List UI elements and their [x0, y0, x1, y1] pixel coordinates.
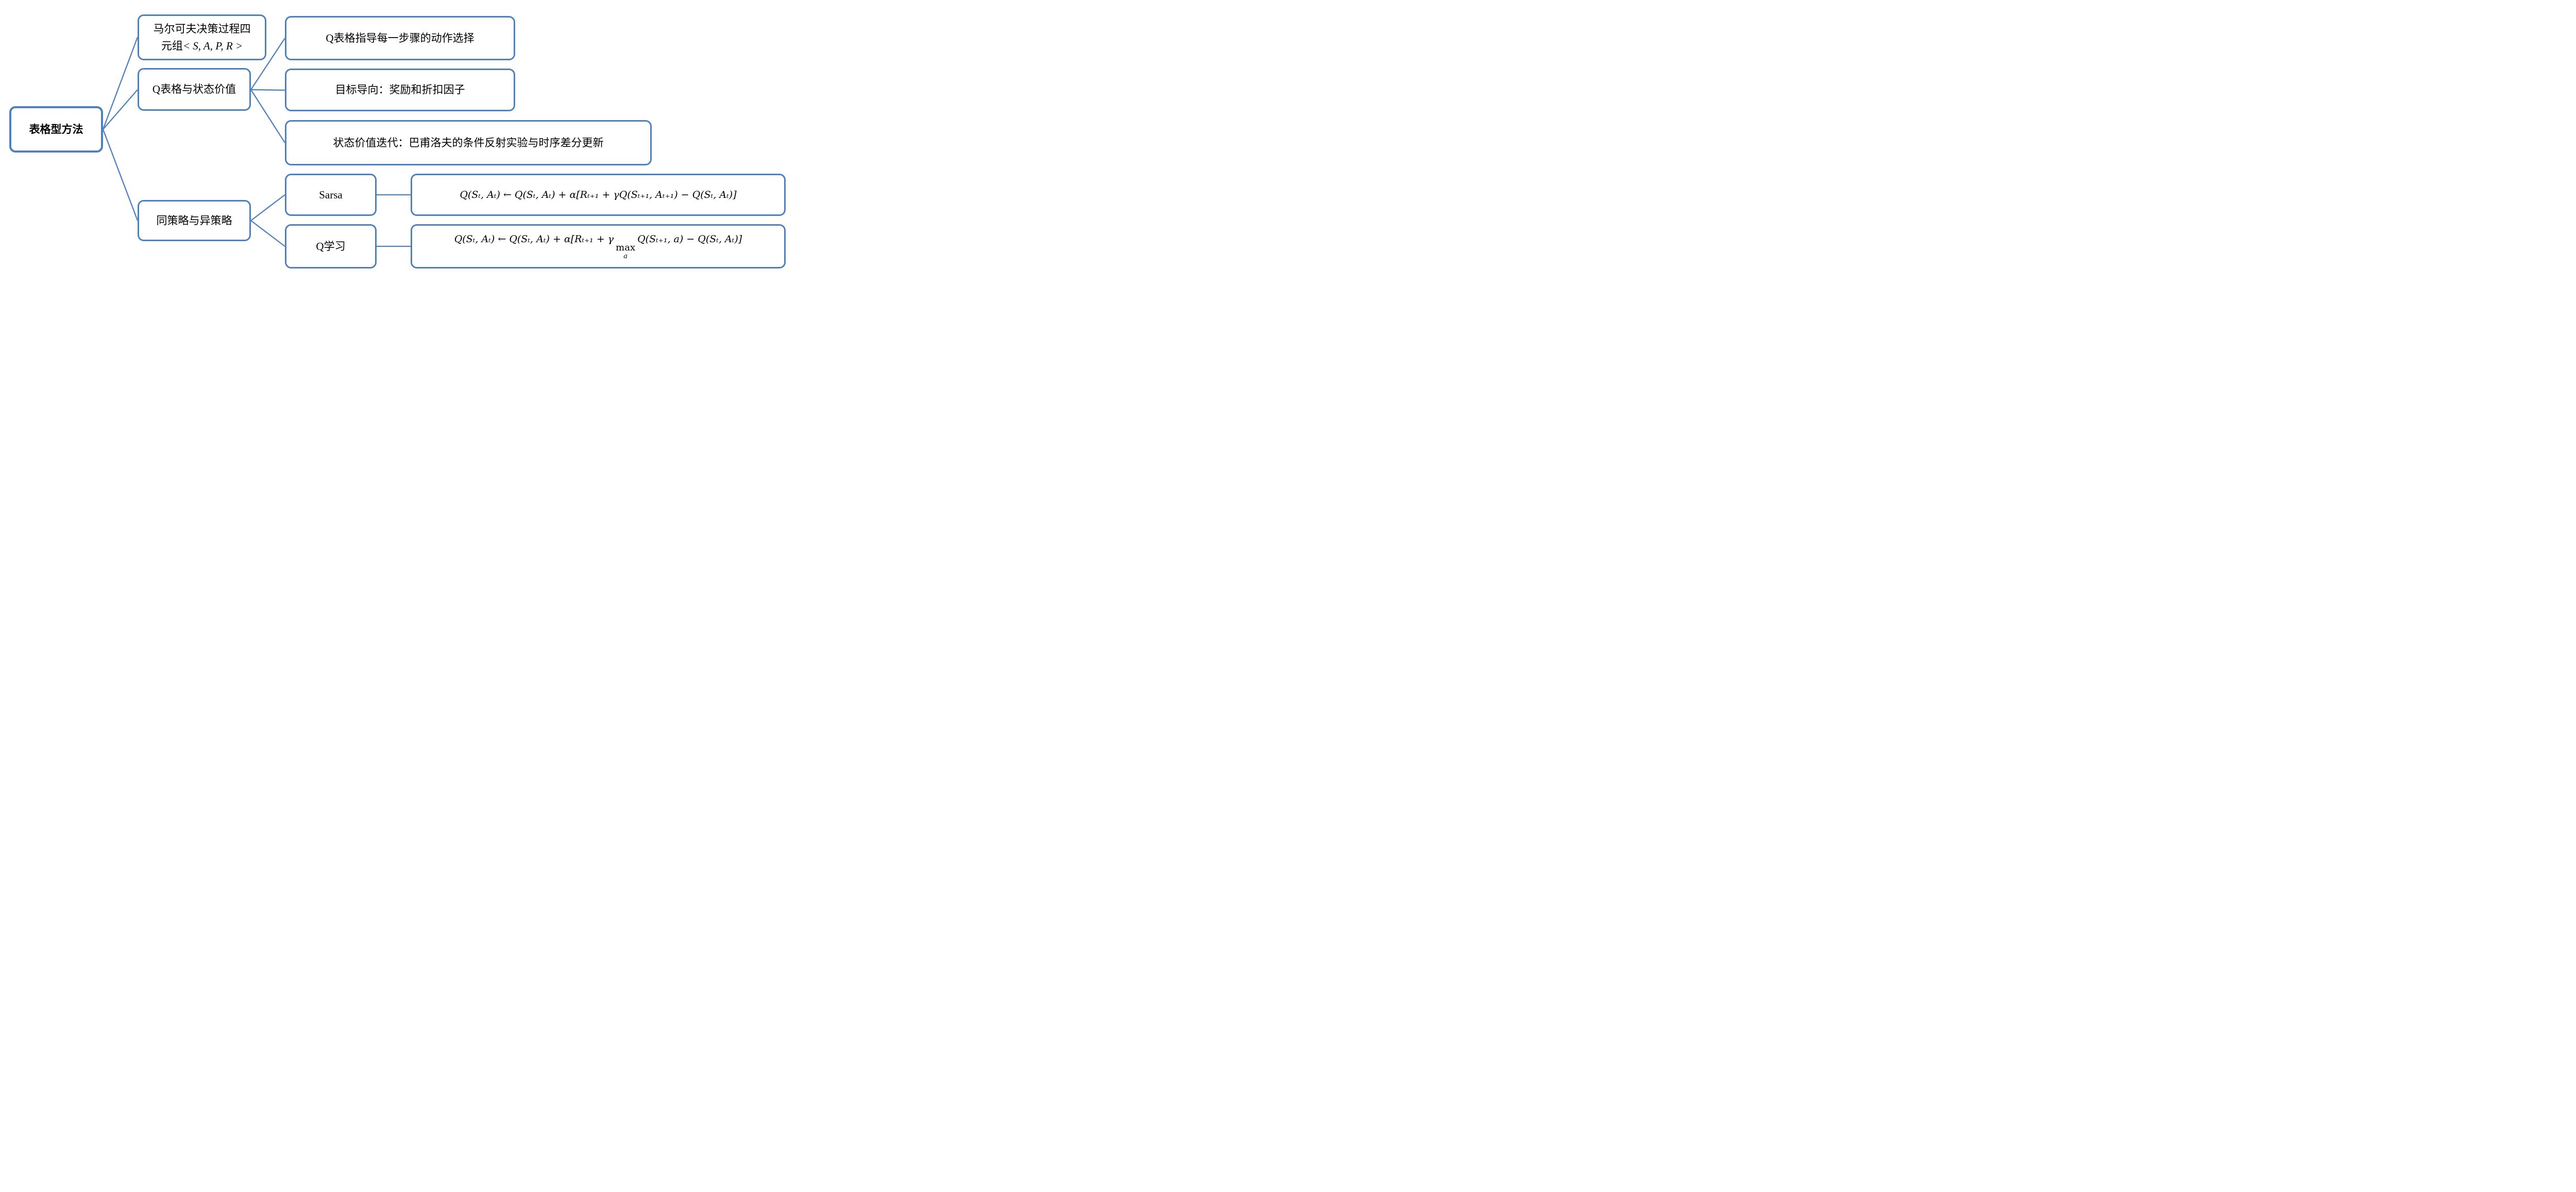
node-qtable-guides-actions-label: Q表格指导每一步骤的动作选择 — [326, 31, 474, 44]
node-on-off-policy[interactable]: 同策略与异策略 — [138, 200, 251, 241]
qlearning-formula-pre: Q(Sₜ, Aₜ) ← Q(Sₜ, Aₜ) + α[Rₜ₊₁ + γ — [454, 233, 614, 245]
node-state-value-iteration-label: 状态价值迭代：巴甫洛夫的条件反射实验与时序差分更新 — [333, 136, 604, 149]
connector-qtable-to-child3 — [250, 89, 285, 143]
node-sarsa-label: Sarsa — [319, 188, 343, 201]
connector-qtable-to-child1 — [250, 38, 285, 90]
qlearning-formula-post: Q(Sₜ₊₁, a) − Q(Sₜ, Aₜ)] — [637, 233, 742, 245]
node-sarsa[interactable]: Sarsa — [285, 174, 377, 216]
node-tabular-methods[interactable]: 表格型方法 — [9, 106, 103, 153]
node-goal-oriented-label: 目标导向：奖励和折扣因子 — [335, 83, 465, 96]
mdp-label-line2-cjk: 元组 — [161, 39, 183, 52]
node-goal-oriented[interactable]: 目标导向：奖励和折扣因子 — [285, 69, 515, 111]
node-sarsa-formula[interactable]: Q(Sₜ, Aₜ) ← Q(Sₜ, Aₜ) + α[Rₜ₊₁ + γQ(Sₜ₊₁… — [411, 174, 786, 216]
node-mdp-tuple-label: 马尔可夫决策过程四 元组< S, A, P, R > — [154, 21, 251, 54]
connector-root-to-policy — [102, 129, 139, 221]
connector-lines — [102, 37, 411, 247]
mindmap-canvas: 表格型方法 马尔可夫决策过程四 元组< S, A, P, R > Q表格与状态价… — [0, 0, 805, 298]
connector-policy-to-qlearn — [250, 220, 285, 247]
node-tabular-methods-label: 表格型方法 — [29, 123, 83, 136]
node-mdp-tuple[interactable]: 马尔可夫决策过程四 元组< S, A, P, R > — [138, 14, 266, 60]
node-qlearning[interactable]: Q学习 — [285, 224, 377, 268]
node-qtable-state-value-label: Q表格与状态价值 — [152, 83, 236, 96]
connector-root-to-qtable — [103, 89, 138, 130]
sarsa-update-formula: Q(Sₜ, Aₜ) ← Q(Sₜ, Aₜ) + α[Rₜ₊₁ + γQ(Sₜ₊₁… — [460, 189, 737, 200]
node-qtable-guides-actions[interactable]: Q表格指导每一步骤的动作选择 — [285, 16, 515, 60]
mdp-label-line2-math: < S, A, P, R > — [182, 39, 243, 52]
mdp-label-line1: 马尔可夫决策过程四 — [153, 22, 251, 35]
max-operator-subscript: a — [623, 252, 628, 260]
mdp-label-line2: 元组< S, A, P, R > — [154, 38, 251, 55]
node-qtable-state-value[interactable]: Q表格与状态价值 — [138, 68, 251, 111]
node-qlearning-label: Q学习 — [316, 240, 346, 253]
connector-root-to-mdp — [102, 37, 139, 130]
connector-policy-to-sarsa — [250, 194, 285, 221]
node-on-off-policy-label: 同策略与异策略 — [156, 214, 232, 227]
node-state-value-iteration[interactable]: 状态价值迭代：巴甫洛夫的条件反射实验与时序差分更新 — [285, 120, 652, 165]
max-operator-word: max — [616, 242, 636, 253]
